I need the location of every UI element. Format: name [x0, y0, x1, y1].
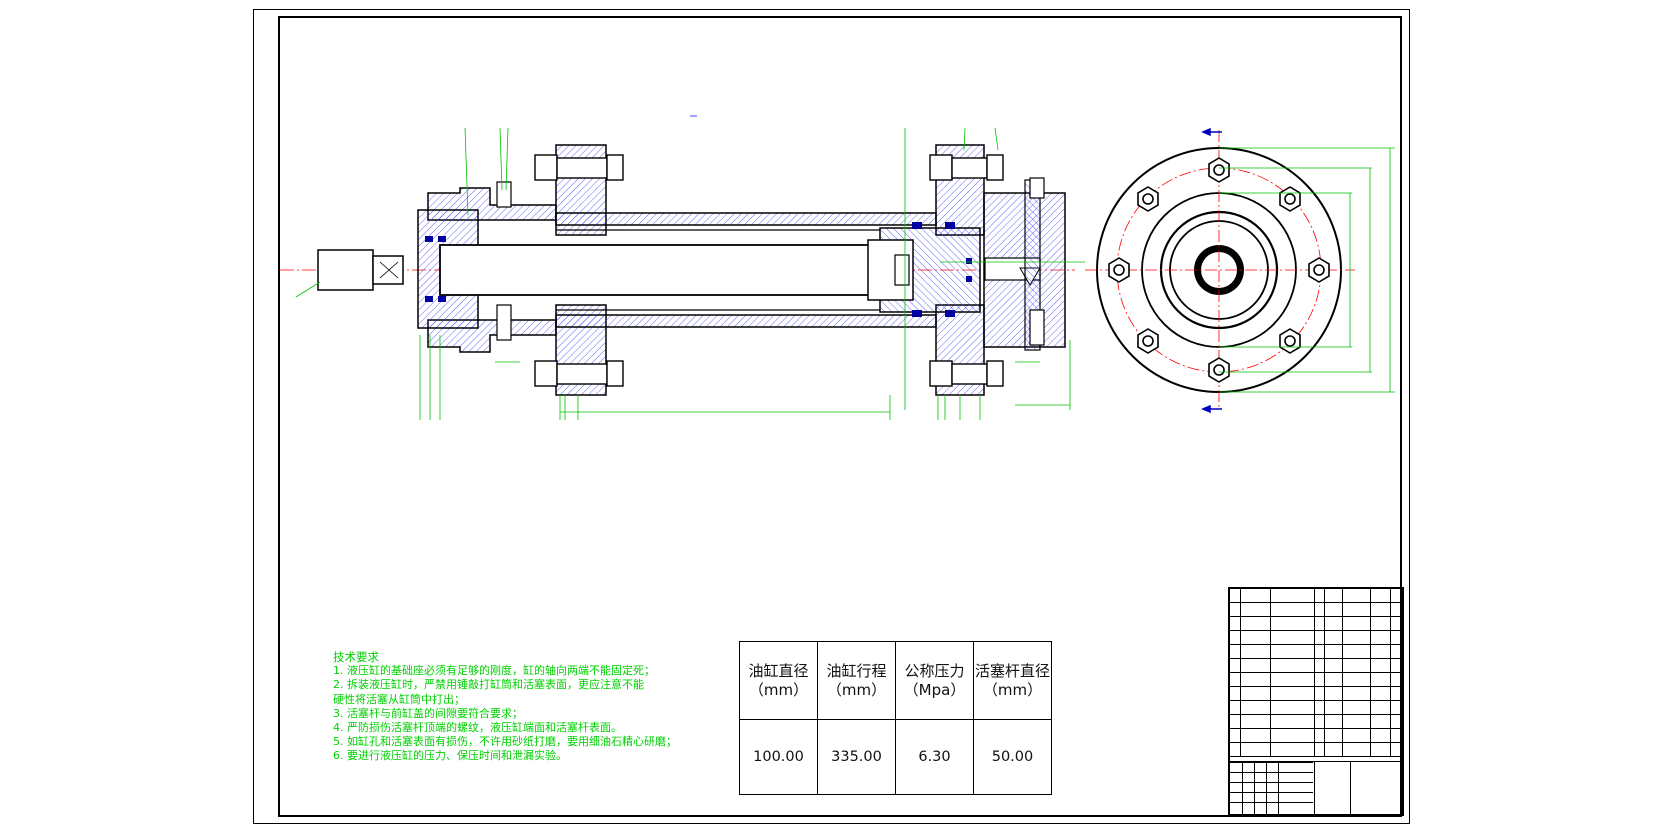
param-header-pressure: 公称压力（Mpa）	[895, 641, 974, 720]
parts-list-row	[1230, 729, 1402, 743]
title-area-row-line	[1230, 782, 1313, 783]
rear-bolts	[929, 154, 1004, 387]
dimension-lines	[295, 127, 1085, 420]
parts-list-column-divider	[1270, 589, 1271, 757]
rod-end-neck	[372, 255, 404, 285]
requirement-line: 3. 活塞杆与前缸盖的间隙要符合要求；	[333, 706, 523, 720]
parts-list-column-divider	[1314, 589, 1315, 757]
param-value-pressure: 6.30	[895, 719, 974, 795]
param-value-bore: 100.00	[739, 719, 818, 795]
parts-list-row	[1230, 701, 1402, 715]
requirement-line: 4. 严防损伤活塞杆顶端的螺纹，液压缸端面和活塞杆表面。	[333, 721, 622, 735]
parts-list-row	[1230, 617, 1402, 631]
front-bolts	[534, 154, 624, 387]
cap-screws	[496, 177, 1045, 346]
title-area	[1230, 761, 1402, 814]
title-area-column-line	[1242, 762, 1243, 814]
parts-list-column-divider	[1370, 589, 1371, 757]
end-view	[1085, 127, 1395, 414]
param-value-stroke: 335.00	[817, 719, 896, 795]
parts-list-row	[1230, 603, 1402, 617]
parts-list-column-divider	[1324, 589, 1325, 757]
side-section-view	[280, 115, 1085, 420]
technical-requirements-title: 技术要求	[333, 650, 379, 664]
piston-rod	[439, 244, 881, 296]
drawing-inner-border	[278, 16, 1402, 817]
title-area-row-line	[1230, 772, 1313, 773]
param-value-rod-diameter: 50.00	[973, 719, 1052, 795]
technical-requirements: 技术要求 1. 液压缸的基础座必须有足够的刚度，缸的轴向两端不能固定死； 2. …	[333, 650, 733, 764]
end-view-dimensions	[1219, 147, 1395, 393]
section-arrow-icon	[1201, 127, 1222, 414]
parts-list-row	[1230, 687, 1402, 701]
title-area-column-line	[1254, 762, 1255, 814]
title-area-column-line	[1350, 762, 1351, 814]
requirement-line: 硬性将活塞从缸筒中打出；	[333, 692, 465, 706]
parameter-table: 油缸直径（mm） 油缸行程（mm） 公称压力（Mpa） 活塞杆直径（mm） 10…	[739, 641, 1052, 795]
requirement-line: 2. 拆装液压缸时，严禁用锤敲打缸筒和活塞表面，更应注意不能	[333, 678, 644, 692]
barrel-wall-top	[555, 212, 937, 226]
title-area-column-line	[1314, 762, 1315, 814]
param-header-bore: 油缸直径（mm）	[739, 641, 818, 720]
requirement-line: 6. 要进行液压缸的压力、保压时间和泄漏实验。	[333, 749, 567, 763]
param-header-stroke: 油缸行程（mm）	[817, 641, 896, 720]
barrel-wall-bottom	[555, 314, 937, 328]
parts-list-row	[1230, 743, 1402, 757]
title-area-row-line	[1230, 762, 1313, 763]
seals	[425, 222, 972, 317]
parts-list-row	[1230, 715, 1402, 729]
parts-list-column-divider	[1240, 589, 1241, 757]
title-area-row-line	[1230, 802, 1313, 803]
parts-list-row	[1230, 589, 1402, 603]
parts-list-row	[1230, 673, 1402, 687]
end-view-nuts	[1108, 157, 1330, 383]
requirement-line: 1. 液压缸的基础座必须有足够的刚度，缸的轴向两端不能固定死；	[333, 664, 655, 678]
drawing-outer-border	[253, 9, 1410, 824]
parts-list-row	[1230, 631, 1402, 645]
parts-list-column-divider	[1390, 589, 1391, 757]
rod-end	[317, 249, 374, 291]
title-area-row-line	[1230, 792, 1313, 793]
title-area-column-line	[1278, 762, 1279, 814]
param-header-rod-diameter: 活塞杆直径（mm）	[973, 641, 1052, 720]
parts-list-row	[1230, 645, 1402, 659]
parts-list-column-divider	[1342, 589, 1343, 757]
requirement-line: 5. 如缸孔和活塞表面有损伤，不许用砂纸打磨，要用细油石精心研磨；	[333, 735, 677, 749]
title-block-parts-list	[1228, 587, 1404, 816]
title-area-column-line	[1266, 762, 1267, 814]
parts-list-row	[1230, 659, 1402, 673]
